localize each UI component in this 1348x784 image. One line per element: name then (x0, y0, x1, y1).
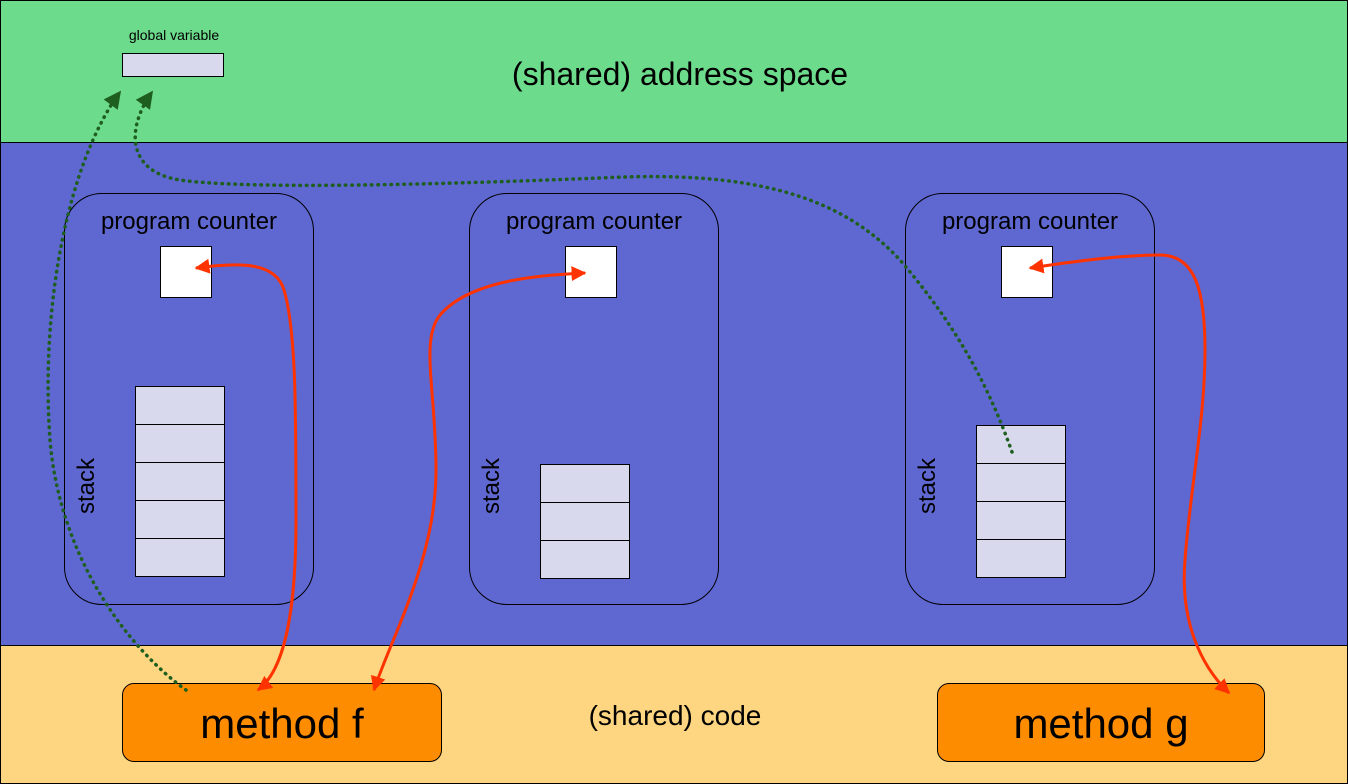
address-space-title: (shared) address space (511, 56, 849, 92)
control-flow-arrow (1028, 253, 1231, 695)
data-access-arrow (46, 90, 188, 692)
address-space-region (0, 0, 1348, 143)
method-f-box: method f (122, 683, 442, 762)
shared-code-label: (shared) code (588, 700, 762, 731)
control-flow-arrow (370, 266, 587, 692)
program-counter-label: program counter (941, 208, 1119, 235)
control-flow-arrow (194, 258, 298, 692)
global-variable-box (122, 53, 224, 77)
method-g-box: method g (937, 683, 1265, 762)
global-variable-label: global variable (128, 27, 220, 43)
program-counter-label: program counter (505, 208, 683, 235)
program-counter-label: program counter (100, 208, 278, 235)
data-access-arrow (133, 90, 1014, 454)
